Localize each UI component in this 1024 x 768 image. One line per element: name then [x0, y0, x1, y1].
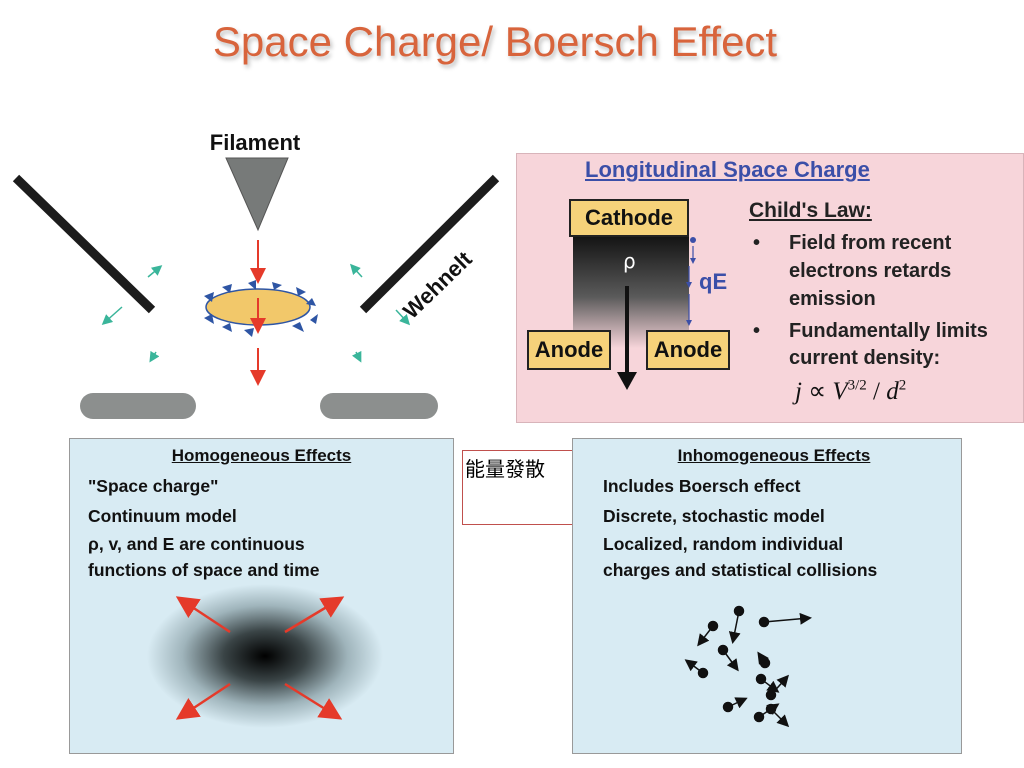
expansion-arrow-down-right — [284, 682, 343, 720]
formula-exp: 3/2 — [847, 377, 867, 394]
continuum-charge-cloud — [147, 584, 383, 728]
electron-gun-diagram: Filament Wehnelt — [12, 130, 500, 419]
discrete-charges-diagram — [684, 605, 812, 728]
energy-spread-note: 能量發散 — [462, 450, 590, 525]
formula-v: V — [832, 378, 848, 405]
formula-j: j — [795, 378, 802, 405]
childs-law-title: Child's Law: — [749, 199, 872, 222]
bullet-1-line-3: emission — [789, 288, 876, 310]
anode-box-left: Anode — [527, 330, 611, 370]
wehnelt-left — [12, 174, 156, 314]
childs-law-formula: j ∝ V3/2 / d2 — [795, 376, 906, 406]
longitudinal-heading: Longitudinal Space Charge — [585, 157, 870, 182]
expansion-arrow-up-right — [284, 596, 345, 634]
homogeneous-title: Homogeneous Effects — [171, 446, 352, 465]
inhomogeneous-line-3: Localized, random individual — [603, 534, 844, 554]
expansion-arrow-down-left — [175, 682, 231, 720]
slide-title: Space Charge/ Boersch Effect — [212, 18, 778, 65]
qe-label: qE — [699, 269, 728, 294]
anode-box-right: Anode — [646, 330, 730, 370]
bullet-mark-2: • — [753, 320, 761, 342]
cathode-box: Cathode — [569, 199, 689, 237]
cathode-anode-gradient — [573, 234, 689, 348]
inhomogeneous-line-4: charges and statistical collisions — [603, 560, 878, 580]
scattered-electron-arrows — [101, 263, 411, 363]
inhomogeneous-line-2: Discrete, stochastic model — [603, 506, 825, 526]
formula-d: d — [886, 378, 899, 405]
inhomogeneous-effects-panel: Inhomogeneous Effects Includes Boersch e… — [572, 438, 962, 754]
inhomogeneous-title: Inhomogeneous Effects — [677, 446, 871, 465]
homogeneous-line-1: "Space charge" — [88, 476, 219, 496]
rho-label: ρ — [623, 249, 636, 273]
bullet-1-line-2: electrons retards — [789, 260, 952, 282]
formula-exp2: 2 — [898, 377, 907, 394]
wehnelt-right — [359, 174, 500, 314]
bullet-2-line-2: current density: — [789, 347, 941, 369]
field-arrows — [686, 237, 696, 326]
homogeneous-line-4: functions of space and time — [88, 560, 320, 580]
inhomogeneous-line-1: Includes Boersch effect — [603, 476, 801, 496]
filament-label: Filament — [210, 130, 301, 155]
bullet-2-line-1: Fundamentally limits — [789, 320, 988, 342]
bullet-mark-1: • — [753, 232, 761, 254]
space-charge-arrows — [204, 280, 318, 337]
homogeneous-effects-panel: Homogeneous Effects "Space charge" Conti… — [69, 438, 454, 754]
homogeneous-line-3: ρ, v, and E are continuous — [88, 534, 305, 554]
longitudinal-space-charge-panel: Longitudinal Space Charge Cathode Anode … — [516, 153, 1024, 423]
expansion-arrow-up-left — [175, 596, 231, 634]
energy-spread-text: 能量發散 — [465, 457, 545, 481]
formula-div: / — [866, 378, 887, 405]
anode-right — [320, 393, 438, 419]
formula-prop: ∝ — [801, 378, 833, 405]
bullet-1-line-1: Field from recent — [789, 232, 952, 254]
anode-left — [80, 393, 196, 419]
current-direction-arrow — [617, 286, 637, 390]
homogeneous-line-2: Continuum model — [88, 506, 237, 526]
filament-tip — [225, 157, 289, 232]
